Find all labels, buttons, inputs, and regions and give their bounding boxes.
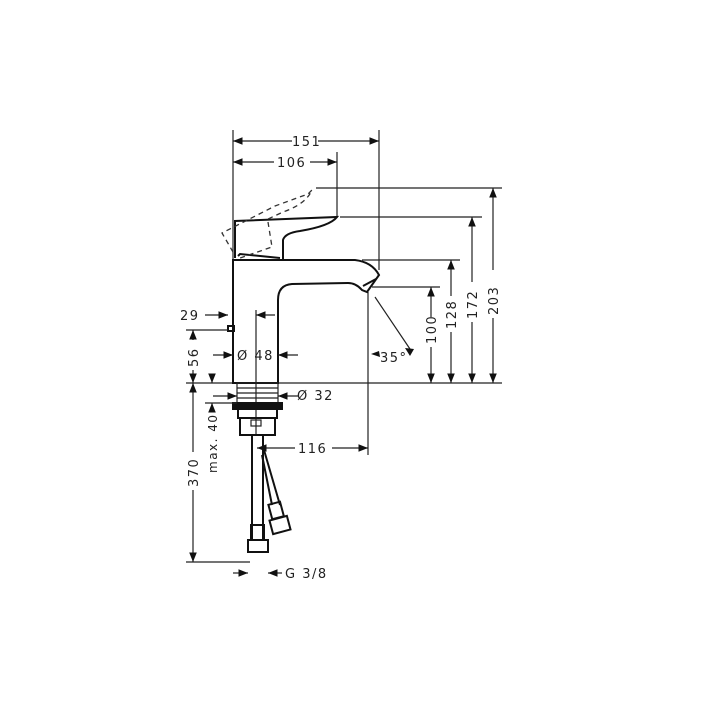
thread-lines [237, 387, 278, 399]
dim-106: 106 [277, 156, 306, 171]
dim-max-40: max. 40 [206, 413, 220, 473]
dimension-lines [186, 137, 497, 577]
dim-diameter-48: Ø 48 [237, 349, 274, 364]
extension-lines [186, 130, 502, 563]
faucet-outline [221, 189, 381, 553]
dim-172: 172 [466, 290, 481, 319]
dim-56: 56 [187, 347, 202, 367]
dim-370: 370 [187, 458, 202, 487]
dim-angle-35: 35° [380, 351, 408, 366]
dim-203: 203 [487, 286, 502, 315]
dim-29: 29 [180, 309, 200, 324]
dim-116: 116 [298, 442, 327, 457]
dim-100: 100 [425, 315, 440, 344]
dim-g38: G 3/8 [285, 567, 328, 582]
dim-128: 128 [445, 300, 460, 329]
dim-diameter-32: Ø 32 [297, 389, 334, 404]
dim-151: 151 [292, 135, 321, 150]
